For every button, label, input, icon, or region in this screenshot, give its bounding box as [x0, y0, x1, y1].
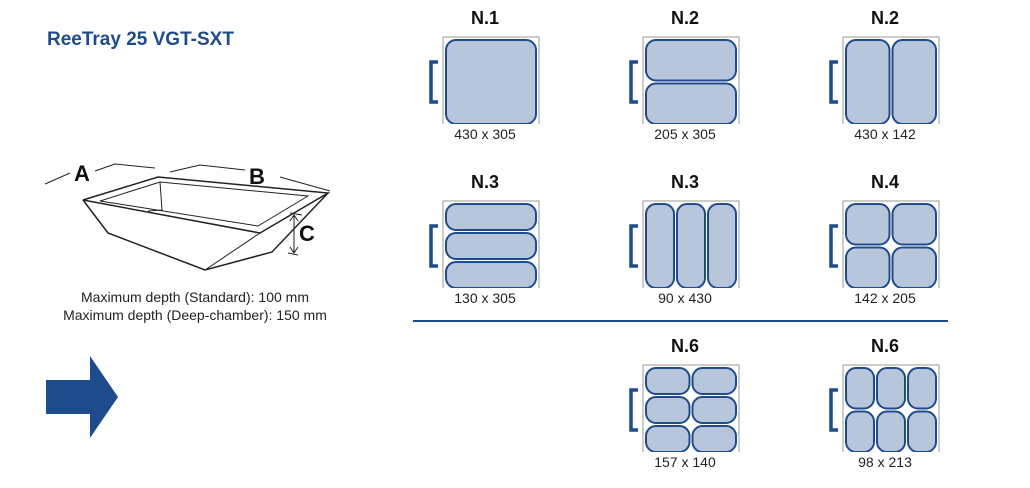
configuration-dimensions: 430 x 305: [454, 126, 516, 142]
compartment: [645, 82, 737, 124]
section-divider: [413, 320, 948, 322]
configuration-label: N.2: [670, 8, 699, 28]
tray-layout-diagram: [429, 200, 540, 288]
tray-layout-diagram: [629, 36, 740, 124]
compartment: [445, 39, 537, 124]
compartment: [691, 425, 737, 452]
compartment: [645, 39, 737, 82]
compartment: [445, 261, 537, 288]
configuration-label: N.3: [470, 172, 499, 192]
tray-layout-diagram: [829, 36, 940, 124]
compartment: [845, 410, 875, 452]
configuration-dimensions: 142 x 205: [854, 290, 916, 306]
compartment: [691, 367, 737, 395]
handle-bracket-icon: [629, 388, 638, 432]
compartment: [707, 203, 737, 288]
handle-bracket-icon: [629, 224, 638, 268]
tray-layout-diagram: [829, 364, 940, 452]
tray-layout-diagram: [829, 200, 940, 288]
compartment: [676, 203, 706, 288]
configuration-label: N.4: [870, 172, 899, 192]
configuration-label: N.3: [670, 172, 699, 192]
compartment: [645, 425, 691, 452]
handle-bracket-icon: [629, 60, 638, 104]
handle-bracket-icon: [829, 388, 838, 432]
configuration-dimensions: 130 x 305: [454, 290, 516, 306]
configuration-dimensions: 90 x 430: [658, 290, 712, 306]
tray-layout-diagram: [429, 36, 540, 124]
compartment: [691, 396, 737, 424]
handle-bracket-icon: [829, 224, 838, 268]
handle-bracket-icon: [429, 60, 438, 104]
configuration-dimensions: 157 x 140: [654, 454, 716, 470]
compartment: [845, 39, 891, 124]
configuration-label: N.6: [670, 336, 699, 356]
tray-dimension-drawing: A B C: [44, 161, 331, 271]
compartment: [645, 396, 691, 424]
right-arrow-icon: [46, 356, 118, 438]
configuration-dimensions: 430 x 142: [854, 126, 916, 142]
configuration-label: N.1: [470, 8, 499, 28]
compartment: [445, 232, 537, 260]
compartment: [891, 246, 937, 288]
compartment: [645, 367, 691, 395]
compartment: [907, 410, 937, 452]
configuration-label: N.2: [870, 8, 899, 28]
dimension-label-a: A: [74, 161, 90, 186]
page-title: ReeTray 25 VGT-SXT: [47, 29, 234, 50]
compartment: [891, 39, 937, 124]
compartment: [645, 203, 675, 288]
compartment: [876, 367, 906, 410]
compartment: [845, 203, 891, 246]
depth-standard: Maximum depth (Standard): 100 mm: [81, 289, 309, 305]
compartment: [445, 203, 537, 231]
configuration-dimensions: 98 x 213: [858, 454, 912, 470]
compartment: [876, 410, 906, 452]
configuration-dimensions: 205 x 305: [654, 126, 716, 142]
dimension-label-b: B: [249, 164, 265, 189]
compartment: [845, 246, 891, 288]
depth-deep-chamber: Maximum depth (Deep-chamber): 150 mm: [63, 307, 327, 323]
tray-layout-diagram: [629, 200, 740, 288]
compartment: [845, 367, 875, 410]
handle-bracket-icon: [429, 224, 438, 268]
handle-bracket-icon: [829, 60, 838, 104]
dimension-label-c: C: [299, 221, 315, 246]
tray-layout-diagram: [629, 364, 740, 452]
compartment: [907, 367, 937, 410]
configuration-label: N.6: [870, 336, 899, 356]
compartment: [891, 203, 937, 246]
